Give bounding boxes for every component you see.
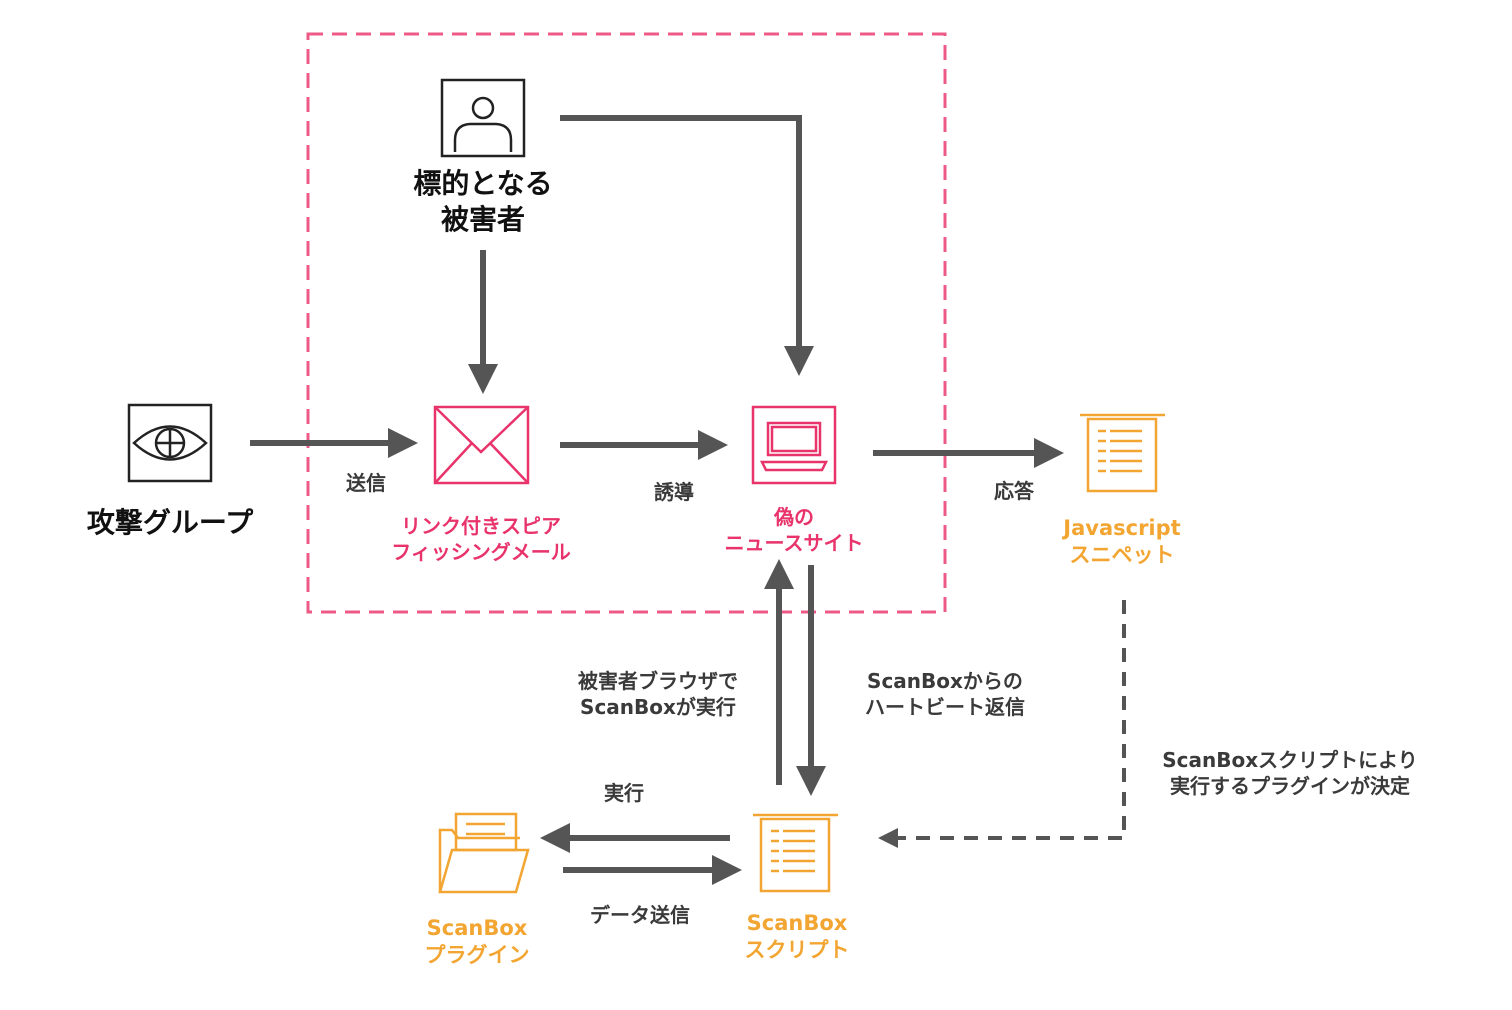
edge-label-heartbeat-line1: ScanBoxからの [867,669,1023,693]
edge-label-exec-in-browser-line2: ScanBoxが実行 [580,695,736,719]
edge-label-data-send: データ送信 [570,902,710,928]
js-snippet-label-line1: Javascript [1063,516,1181,540]
arrow-victim-to-site [560,115,814,376]
scanbox-script-label: ScanBox スクリプト [722,910,872,965]
eye-target-icon [127,403,213,483]
edge-label-heartbeat-line2: ハートビート返信 [865,695,1025,719]
edge-label-execute: 実行 [584,780,664,806]
fake-site-label-line1: 偽の [774,505,814,529]
edge-label-lure-text: 誘導 [654,480,694,504]
scanbox-plugin-label-line1: ScanBox [426,916,528,940]
scanbox-script-label-line2: スクリプト [744,938,850,963]
phishing-stage-boundary [306,32,947,614]
phishing-mail-label-line1: リンク付きスピア [401,514,561,538]
js-snippet-label: Javascript スニペット [1040,515,1204,570]
edge-label-send: 送信 [326,470,406,496]
edge-label-exec-in-browser-line1: 被害者ブラウザで [578,669,738,693]
edge-label-send-text: 送信 [346,471,386,495]
document-list-icon [753,813,838,893]
edge-label-plugin-decided: ScanBoxスクリプトにより 実行するプラグインが決定 [1140,747,1440,799]
fake-site-label-line2: ニュースサイト [724,531,864,555]
envelope-icon [433,405,530,485]
folder-icon [438,812,530,894]
user-icon [440,78,526,158]
fake-site-label: 偽の ニュースサイト [714,504,874,556]
edge-label-response-text: 応答 [994,479,1034,503]
victim-label: 標的となる 被害者 [393,166,573,239]
scanbox-script-label-line1: ScanBox [746,911,848,935]
edge-label-heartbeat: ScanBoxからの ハートビート返信 [835,668,1055,720]
victim-label-line2: 被害者 [440,203,525,237]
edge-label-execute-text: 実行 [604,781,644,805]
scanbox-plugin-label-line2: プラグイン [424,943,530,968]
edge-label-plugin-decided-line1: ScanBoxスクリプトにより [1162,748,1418,772]
attacker-label-text: 攻撃グループ [86,506,254,539]
laptop-icon [751,405,837,485]
edge-label-plugin-decided-line2: 実行するプラグインが決定 [1170,774,1410,798]
edge-label-data-send-text: データ送信 [590,903,690,927]
document-list-icon [1080,413,1165,493]
attacker-label: 攻撃グループ [65,505,275,541]
phishing-mail-label-line2: フィッシングメール [391,540,571,564]
edge-label-lure: 誘導 [634,479,714,505]
arrow-js-to-script-dashed [878,600,1126,848]
phishing-mail-label: リンク付きスピア フィッシングメール [376,513,586,565]
scanbox-plugin-label: ScanBox プラグイン [402,915,552,970]
edge-label-response: 応答 [974,478,1054,504]
edge-label-exec-in-browser: 被害者ブラウザで ScanBoxが実行 [548,668,768,720]
js-snippet-label-line2: スニペット [1069,543,1175,568]
victim-label-line1: 標的となる [413,167,553,200]
